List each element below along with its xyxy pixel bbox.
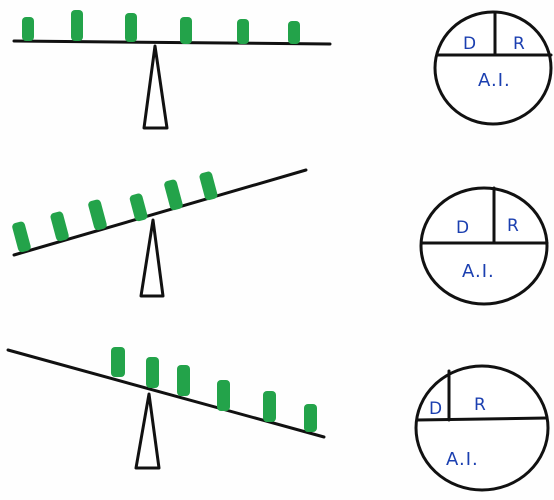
blocks-2	[12, 171, 218, 253]
block	[50, 211, 69, 242]
fulcrum-3	[134, 392, 161, 470]
block	[164, 179, 183, 211]
blocks-1	[22, 10, 300, 44]
block	[71, 10, 83, 41]
block	[288, 21, 300, 44]
beam-1	[12, 39, 332, 46]
seesaw-row-1	[12, 10, 332, 130]
block	[237, 19, 249, 44]
block	[180, 17, 192, 44]
fulcrum-2	[139, 218, 165, 298]
block	[217, 380, 230, 411]
label-ai-3: A.I.	[446, 449, 479, 470]
block	[146, 357, 159, 388]
label-d-2: D	[456, 218, 469, 238]
label-r-1: R	[513, 34, 525, 54]
pie-circle-3: D R A.I.	[414, 364, 550, 492]
circle-outline-2	[419, 186, 549, 306]
label-d-3: D	[429, 399, 442, 419]
circle-outline-3	[414, 364, 550, 492]
label-d-1: D	[463, 34, 476, 54]
label-r-3: R	[474, 395, 486, 415]
beam-2	[12, 168, 308, 257]
label-ai-1: A.I.	[478, 70, 511, 91]
label-ai-2: A.I.	[462, 261, 495, 282]
fulcrum-1	[142, 44, 169, 130]
pie-circle-1: D R A.I.	[433, 10, 553, 126]
block	[199, 171, 218, 201]
seesaw-row-3	[6, 347, 326, 470]
seesaw-row-2	[12, 168, 308, 298]
block	[263, 391, 276, 422]
divider-horizontal-3	[415, 416, 549, 422]
circle-outline-1	[433, 10, 553, 126]
beam-3	[6, 348, 326, 439]
block	[22, 17, 34, 41]
block	[304, 404, 317, 432]
block	[177, 365, 190, 396]
block	[129, 193, 148, 222]
block	[125, 13, 137, 42]
block	[88, 199, 107, 231]
pie-circle-2: D R A.I.	[419, 186, 549, 306]
block	[12, 221, 31, 253]
blocks-3	[111, 347, 317, 432]
label-r-2: R	[507, 216, 519, 236]
block	[111, 347, 125, 377]
